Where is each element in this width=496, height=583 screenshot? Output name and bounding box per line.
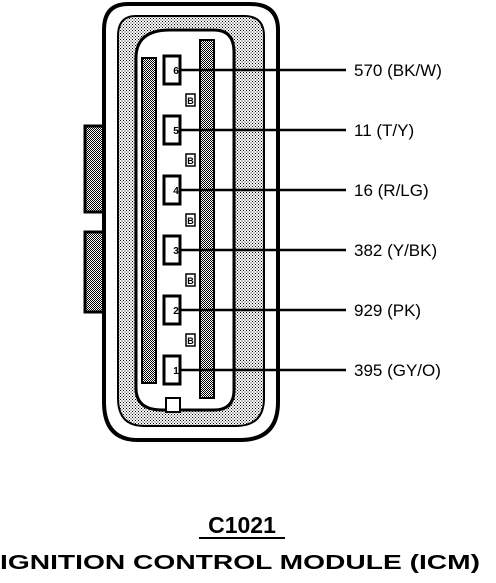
pin-3: 3 [162,234,182,266]
key-marker-letter: B [187,276,194,286]
pin-2: 2 [162,294,182,326]
key-marker: B [185,273,196,287]
right-terminal-rail [199,39,215,399]
pin-number: 6 [173,66,179,77]
circuit-label: 395 (GY/O) [354,361,441,380]
pin-number: 1 [173,366,179,377]
pin-number: 5 [173,126,179,137]
circuit-label: 11 (T/Y) [354,121,414,140]
circuit-label: 570 (BK/W) [354,61,442,80]
pin-1: 1 [162,354,182,386]
circuit-label: 929 (PK) [354,301,421,320]
pin-6: 6 [162,54,182,86]
circuit-label: 16 (R/LG) [354,181,429,200]
wire-leaders [180,68,346,372]
key-marker: B [185,213,196,227]
pin-5: 5 [162,114,182,146]
key-marker-letter: B [187,216,194,226]
polarization-key [165,397,181,413]
pin-number: 3 [173,246,179,257]
key-marker-letter: B [187,156,194,166]
pin-number: 4 [173,186,179,197]
key-marker-letter: B [187,96,194,106]
circuit-labels: 570 (BK/W) 11 (T/Y) 16 (R/LG) 382 (Y/BK) 929… [354,61,442,380]
circuit-label: 382 (Y/BK) [354,241,437,260]
pin-number: 2 [173,306,179,317]
key-marker: B [185,153,196,167]
pin-4: 4 [162,174,182,206]
key-marker: B [185,333,196,347]
connector-name: IGNITION CONTROL MODULE (ICM) [0,552,480,574]
pin-key-markers: B B B B B [185,93,196,347]
left-lock-rail [141,57,157,384]
connector-id: C1021 [208,512,276,538]
key-marker: B [185,93,196,107]
key-marker-letter: B [187,336,194,346]
